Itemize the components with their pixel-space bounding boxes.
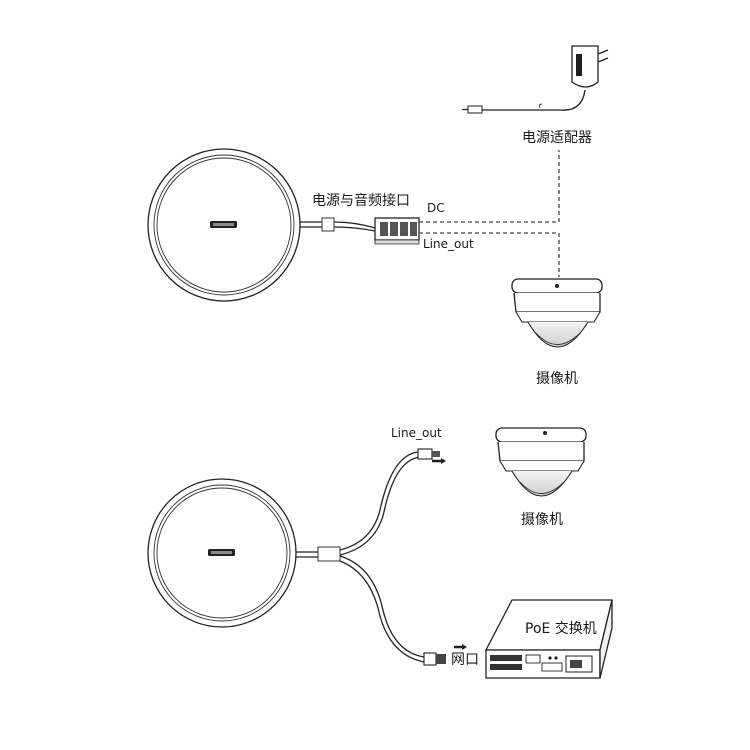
switch-ports xyxy=(490,654,593,673)
lineout-plug xyxy=(417,448,446,464)
split-cable xyxy=(296,451,425,663)
switch-label: PoE 交换机 xyxy=(525,620,597,637)
poe-switch xyxy=(484,599,613,679)
camera-label-top: 摄像机 xyxy=(536,371,578,387)
lineout-label-top: Line_out xyxy=(423,237,474,251)
speaker-device-top xyxy=(147,148,301,302)
adapter-label: 电源适配器 xyxy=(522,130,592,146)
connector-label: 电源与音频接口 xyxy=(312,192,410,209)
dome-camera-top xyxy=(511,278,603,348)
power-audio-connector xyxy=(374,217,420,245)
diagram-bottom: Line_out 摄像机 网口 xyxy=(147,426,613,679)
speaker-cable-top xyxy=(300,217,376,232)
dashed-wiring xyxy=(419,150,560,277)
network-port-label: 网口 xyxy=(451,652,479,668)
dome-camera-bottom xyxy=(495,427,587,497)
cable-strain-relief xyxy=(321,217,335,232)
cable-splitter xyxy=(317,546,341,562)
arrow-right-icon xyxy=(462,644,467,650)
arrow-right-icon xyxy=(441,458,446,464)
lineout-label-bottom: Line_out xyxy=(391,426,442,440)
power-adapter xyxy=(462,45,609,114)
speaker-device-bottom xyxy=(147,478,297,628)
diagram-top: 电源与音频接口 DC Line_out 电源适配器 摄像机 xyxy=(147,45,609,387)
camera-label-bottom: 摄像机 xyxy=(521,512,563,528)
dc-label: DC xyxy=(427,201,445,215)
network-plug xyxy=(423,644,467,666)
